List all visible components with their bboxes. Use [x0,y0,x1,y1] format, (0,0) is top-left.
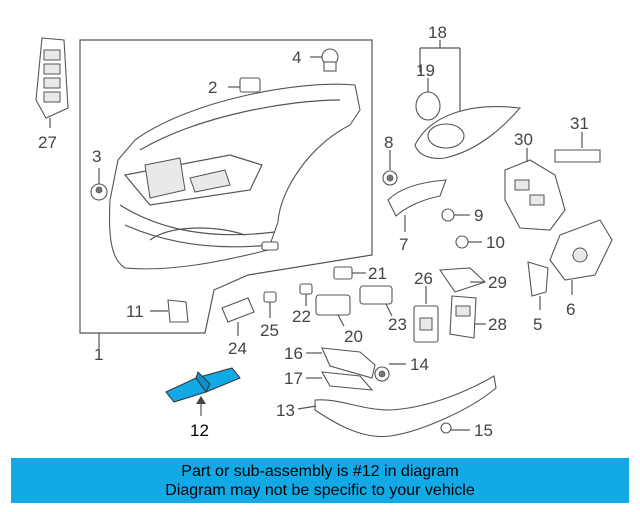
callout-13: 13 [276,401,295,420]
info-banner: Part or sub-assembly is #12 in diagram D… [11,458,629,503]
callout-30: 30 [514,130,533,149]
clip-part-4 [310,48,339,72]
callout-28: 28 [488,315,507,334]
callout-4: 4 [292,48,301,67]
callout-19: 19 [416,61,435,80]
callout-26: 26 [414,269,433,288]
trim-part-16 [306,347,376,379]
switch-part-26 [413,286,439,343]
callout-15: 15 [474,421,493,440]
highlighted-part-12 [165,367,241,416]
callout-7: 7 [399,235,408,254]
bezel-part-20 [315,294,351,327]
screw-part-15 [440,422,470,434]
window-switch-part-27 [35,37,69,128]
inner-handle-part-7 [387,179,447,232]
callout-25: 25 [260,321,279,340]
trim-strip-part-31 [554,132,601,163]
callout-22: 22 [292,307,311,326]
clip-part-2 [228,77,261,93]
callout-2: 2 [208,78,217,97]
callout-20: 20 [344,327,363,346]
banner-line-2: Diagram may not be specific to your vehi… [165,481,475,499]
banner-line-1: Part or sub-assembly is #12 in diagram [181,462,459,480]
callout-8: 8 [384,133,393,152]
callout-11: 11 [126,302,144,321]
light-part-21 [333,266,366,280]
callout-17: 17 [284,369,303,388]
callout-21: 21 [368,264,387,283]
callout-14: 14 [410,355,429,374]
carrier-part-6 [549,219,613,295]
callout-12: 12 [190,421,209,440]
bracket-part-24 [221,297,255,336]
callout-31: 31 [570,114,589,133]
ring-part-10 [455,235,482,249]
bracket-part-5 [527,261,549,310]
callout-1: 1 [94,345,103,364]
clip-part-3 [90,168,108,201]
callout-5: 5 [533,315,542,334]
speaker-cover-part-18 [414,40,522,159]
clip-part-22 [299,283,313,306]
bracket-part-11 [150,299,189,323]
switch-panel-part-28 [449,295,486,339]
callout-16: 16 [284,344,303,363]
callout-29: 29 [488,273,507,292]
callout-27: 27 [38,133,57,152]
clip-part-8 [382,150,398,186]
armrest-part-13 [297,375,497,438]
callout-24: 24 [228,339,247,358]
callout-10: 10 [486,233,505,252]
callout-18: 18 [428,23,447,42]
door-panel-part-1 [79,39,373,334]
housing-part-30 [504,148,566,231]
callout-23: 23 [388,315,407,334]
clip-part-25 [263,291,277,318]
parts-diagram: 1 2 3 4 5 6 7 8 9 10 11 12 13 14 15 16 1… [35,23,613,440]
callout-9: 9 [474,206,483,225]
bezel-part-23 [359,285,393,317]
speaker-ring-part-19 [415,78,441,121]
clip-part-14 [374,363,406,382]
trim-part-17 [306,371,374,391]
trim-part-29 [439,267,487,293]
callout-3: 3 [92,147,101,166]
screw-part-9 [441,208,470,222]
callout-6: 6 [566,300,575,319]
